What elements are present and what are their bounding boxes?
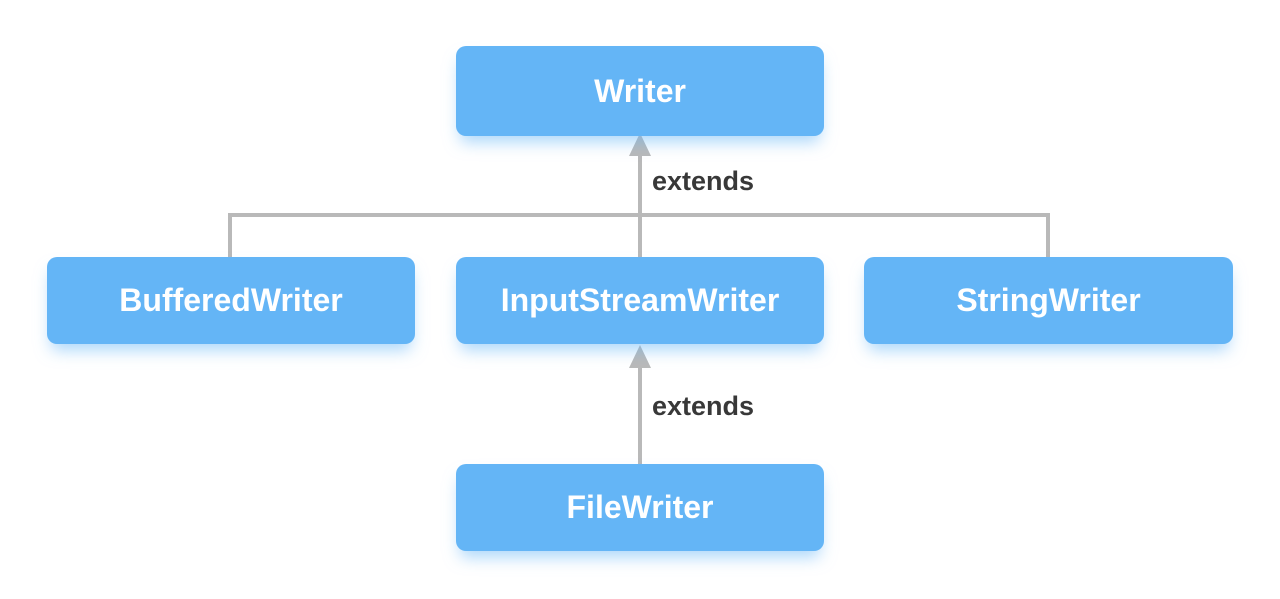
node-filewriter-label: FileWriter xyxy=(566,489,714,525)
arrowhead-to-inputstreamwriter-icon xyxy=(629,345,651,368)
arrowhead-to-writer-icon xyxy=(629,133,651,156)
node-stringwriter-label: StringWriter xyxy=(956,282,1141,318)
node-inputstreamwriter: InputStreamWriter xyxy=(456,257,824,344)
edge-label-extends-inputstreamwriter: extends xyxy=(652,391,755,421)
node-bufferedwriter: BufferedWriter xyxy=(47,257,415,344)
node-filewriter: FileWriter xyxy=(456,464,824,551)
node-stringwriter: StringWriter xyxy=(864,257,1233,344)
node-writer: Writer xyxy=(456,46,824,136)
node-bufferedwriter-label: BufferedWriter xyxy=(119,282,343,318)
node-inputstreamwriter-label: InputStreamWriter xyxy=(500,282,780,318)
edge-label-extends-writer: extends xyxy=(652,166,755,196)
node-writer-label: Writer xyxy=(594,72,686,109)
